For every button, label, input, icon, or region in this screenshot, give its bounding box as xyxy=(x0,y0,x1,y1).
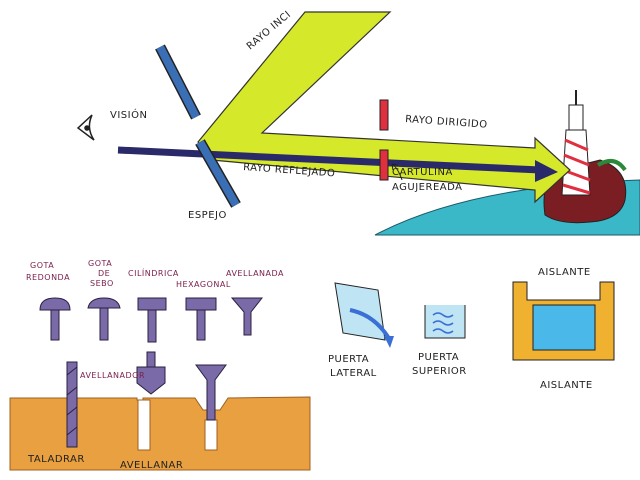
hole xyxy=(137,399,151,451)
drill-bit xyxy=(66,361,78,448)
label-side-door-1: Puerta xyxy=(328,354,369,365)
label-vision: Visión xyxy=(110,108,147,121)
wood-block xyxy=(9,396,311,471)
label-tallow-1: Gota xyxy=(88,259,112,268)
screw-hexagonal xyxy=(185,297,217,341)
vegetation xyxy=(596,159,627,172)
label-hexagonal: Hexagonal xyxy=(176,280,231,289)
label-round-2: Redonda xyxy=(26,273,70,282)
label-card-1: Cartulina xyxy=(392,167,453,178)
label-side-door-2: Lateral xyxy=(330,368,377,379)
insulated-container xyxy=(512,281,615,361)
screw-countersunk xyxy=(230,297,264,336)
side-door-container xyxy=(334,282,394,348)
label-mirror: Espejo xyxy=(188,210,227,221)
label-top-door-1: Puerta xyxy=(418,352,459,363)
label-countersunk: Avellanada xyxy=(226,269,284,278)
label-cylindrical: Cilíndrica xyxy=(128,267,179,278)
vision-arrow xyxy=(117,146,558,182)
eye-icon xyxy=(76,114,95,141)
label-tallow-3: Sebo xyxy=(90,279,114,288)
countersunk-screw-in-hole xyxy=(195,364,227,421)
lighthouse-icon xyxy=(561,90,591,196)
label-drill: Taladrar xyxy=(27,454,85,465)
top-door-container xyxy=(424,305,466,339)
screw-tallow-head xyxy=(87,297,121,341)
pointer-arrow-icon xyxy=(391,163,403,181)
screw-cylindrical xyxy=(137,297,167,343)
countersink-tool xyxy=(136,351,166,395)
label-insulation-bottom: Aislante xyxy=(540,380,593,391)
label-card-2: Agujereada xyxy=(392,182,462,193)
hole-2 xyxy=(204,419,218,451)
screw-round-head xyxy=(39,297,71,341)
card-top xyxy=(379,99,389,131)
label-round-1: Gota xyxy=(30,261,54,270)
label-tallow-2: de xyxy=(98,269,110,278)
label-top-door-2: Superior xyxy=(412,366,467,377)
label-countersink-tool: Avellanador xyxy=(80,371,145,380)
label-insulation-top: Aislante xyxy=(538,267,591,278)
card-bottom xyxy=(379,149,389,181)
label-countersink: Avellanar xyxy=(120,460,183,471)
label-directed-ray: Rayo Dirigido xyxy=(405,114,488,131)
